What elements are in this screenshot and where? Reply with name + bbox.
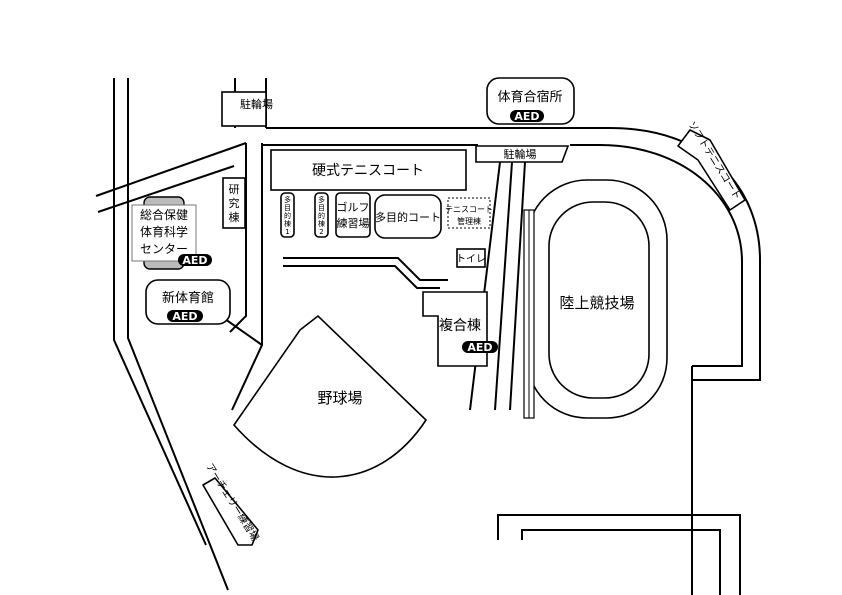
- aed-badge-health: AED: [178, 254, 212, 267]
- multi1-e: 1: [285, 228, 289, 236]
- complex-label: 複合棟: [439, 317, 481, 334]
- research-label-2: 究: [229, 196, 240, 210]
- aed-badge-gym: AED: [167, 310, 203, 323]
- toilet-building: [456, 248, 486, 268]
- parking-ne-label: 駐輪場: [504, 147, 537, 161]
- research-building: [222, 177, 246, 229]
- road-bottom-loop-inner: [521, 529, 721, 595]
- baseball-outline: [232, 314, 428, 478]
- tennis-hard-court: [270, 149, 467, 191]
- aed-label: AED: [467, 341, 492, 354]
- parking-nw-label: 駐輪場: [240, 97, 273, 111]
- dorm-building: [486, 77, 575, 125]
- multi2-b: 目: [318, 204, 325, 212]
- gym-label: 新体育館: [162, 290, 214, 306]
- tennis-hard-label: 硬式テニスコート: [312, 163, 424, 179]
- road-ne-b: [494, 161, 513, 411]
- path-inner-b: [283, 265, 440, 289]
- road-diagonal-b: [97, 165, 235, 213]
- track-inner: [548, 201, 650, 399]
- research-label-1: 研: [229, 183, 240, 196]
- multi2-d: 棟: [318, 219, 325, 228]
- tennis-office-label-1: テニスコート: [445, 205, 493, 214]
- parking-nw: [221, 91, 267, 127]
- multi2-e: 2: [319, 228, 323, 236]
- athletics-stadium: 陸上競技場: [523, 179, 668, 419]
- road-central-west-a: [229, 143, 247, 333]
- dorm-label: 体育合宿所: [497, 89, 562, 105]
- golf-practice: [335, 192, 371, 238]
- aed-icon: [178, 254, 212, 266]
- multi-court-label: 多目的コート: [375, 210, 441, 224]
- aed-icon: [167, 310, 203, 322]
- multi2-a: 多: [318, 195, 325, 204]
- gymnasium: [145, 279, 231, 325]
- aed-icon: [462, 341, 498, 353]
- multi1-b: 目: [284, 204, 291, 212]
- aed-icon: [510, 110, 544, 122]
- athletics-label: 陸上競技場: [559, 294, 634, 312]
- multi-court: [374, 194, 442, 239]
- soft-tennis-court: ソフトテニスコート: [677, 120, 746, 211]
- baseball-field: 野球場: [232, 314, 428, 478]
- aed-badge-dorm: AED: [510, 110, 544, 123]
- road-diagonal-a: [95, 142, 247, 197]
- baseball-label: 野球場: [317, 389, 362, 407]
- aed-label: AED: [514, 110, 539, 123]
- tennis-office: [447, 197, 491, 229]
- parking-ne: [475, 145, 570, 163]
- aed-label: AED: [182, 254, 207, 267]
- health-label-1: 総合保健: [140, 207, 188, 222]
- toilet-label: トイレ: [456, 254, 486, 265]
- path-inner-a: [283, 257, 448, 281]
- golf-label-2: 練習場: [337, 216, 370, 230]
- road-loop-inner: [570, 144, 743, 367]
- multi-building-1: [280, 192, 295, 238]
- road-ne-a: [469, 161, 501, 411]
- golf-label-1: ゴルフ: [337, 200, 370, 214]
- aed-badge-complex: AED: [462, 341, 498, 354]
- road-west-outer: [113, 78, 207, 546]
- multi1-a: 多: [284, 195, 291, 204]
- road-network: [95, 78, 761, 595]
- soft-tennis-shape: [677, 129, 746, 211]
- archery-shape: [202, 477, 259, 546]
- archery-practice: アーチェリー練習場: [202, 461, 262, 546]
- health-label-2: 体育科学: [140, 224, 188, 239]
- research-label-3: 棟: [229, 210, 240, 224]
- health-label-3: センター: [140, 242, 188, 256]
- tennis-office-label-2: 管理棟: [457, 216, 481, 226]
- road-ne-c: [509, 161, 526, 411]
- aed-label: AED: [172, 310, 197, 323]
- multi1-c: 的: [284, 211, 291, 220]
- road-west-inner: [127, 78, 229, 591]
- health-center-building: [131, 204, 197, 262]
- multi2-c: 的: [318, 211, 325, 220]
- multi-building-2: [314, 192, 329, 238]
- multi1-d: 棟: [284, 219, 291, 228]
- road-bottom-loop: [497, 514, 741, 595]
